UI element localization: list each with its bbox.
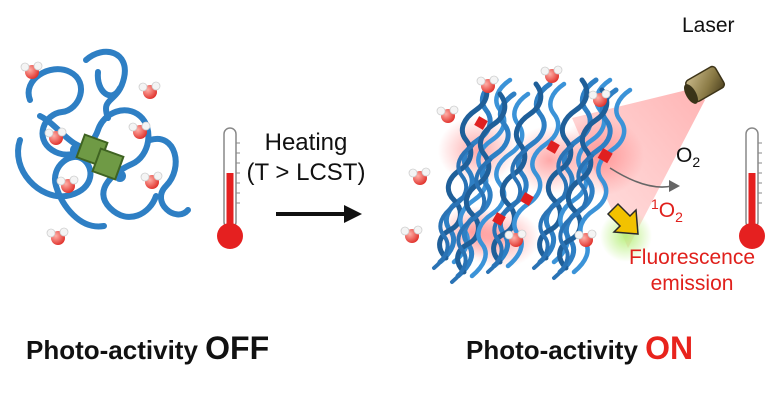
oxygen-sub: 2 — [692, 154, 701, 171]
heating-line2: (T > LCST) — [246, 159, 366, 186]
fluorescence-line1: Fluorescence — [628, 246, 756, 269]
thermometer-right — [738, 127, 766, 250]
on-state: ON — [645, 330, 694, 366]
singlet-base: O — [658, 199, 676, 222]
heating-label: Heating (T > LCST) — [246, 128, 366, 188]
oxygen-label: O2 — [676, 144, 700, 170]
on-caption-text: Photo-activity — [466, 335, 646, 365]
off-state: OFF — [205, 330, 270, 366]
singlet-oxygen-label: 1O2 — [651, 196, 683, 225]
fluorescence-arrow-icon — [606, 202, 639, 235]
laser-device — [684, 65, 726, 104]
fluorescence-label: Fluorescence emission — [607, 245, 777, 297]
singlet-sub: 2 — [675, 209, 683, 226]
fluorescence-glow — [600, 210, 652, 262]
energy-transfer-arrow — [609, 167, 680, 192]
coiled-polymer — [15, 48, 191, 230]
oxygen-base: O — [676, 144, 693, 167]
photosensitizer — [75, 133, 125, 181]
photosensitizer-units-on — [474, 116, 613, 226]
photo-activity-on-caption: Photo-activity ON — [466, 330, 693, 367]
heating-line1: Heating — [264, 129, 348, 156]
thermometer-left — [216, 127, 244, 250]
fluorescence-line2: emission — [650, 272, 734, 295]
laser-label: Laser — [682, 14, 735, 37]
photo-activity-off-caption: Photo-activity OFF — [26, 330, 269, 367]
singlet-sup: 1 — [651, 196, 659, 212]
off-caption-text: Photo-activity — [26, 335, 206, 365]
heating-arrow — [276, 205, 362, 223]
